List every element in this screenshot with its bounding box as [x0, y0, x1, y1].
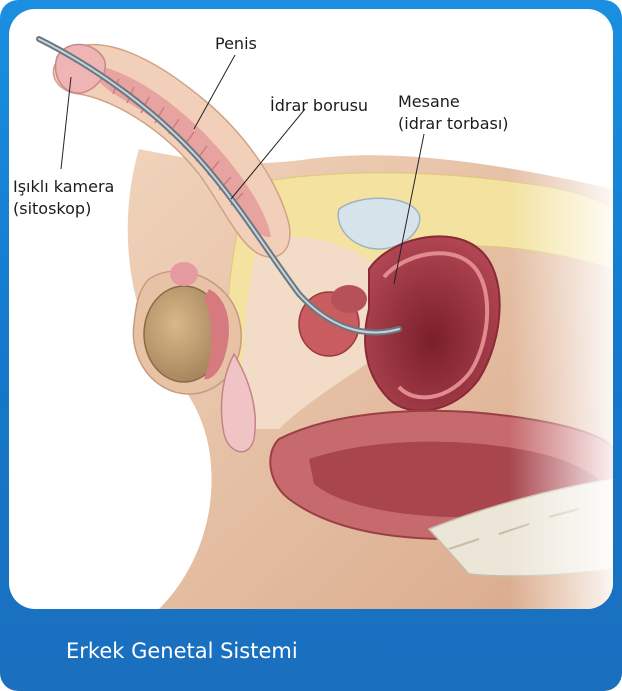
figure-caption: Erkek Genetal Sistemi: [66, 639, 298, 663]
label-bladder-2: (idrar torbası): [398, 113, 509, 134]
seminal-vesicle: [331, 285, 367, 313]
label-camera-1: Işıklı kamera: [13, 176, 114, 197]
label-urethra: İdrar borusu: [270, 95, 368, 116]
label-camera-2: (sitoskop): [13, 198, 91, 219]
label-penis: Penis: [215, 33, 257, 54]
label-bladder-1: Mesane: [398, 91, 460, 112]
illustration-panel: Penis İdrar borusu Mesane (idrar torbası…: [9, 9, 613, 609]
